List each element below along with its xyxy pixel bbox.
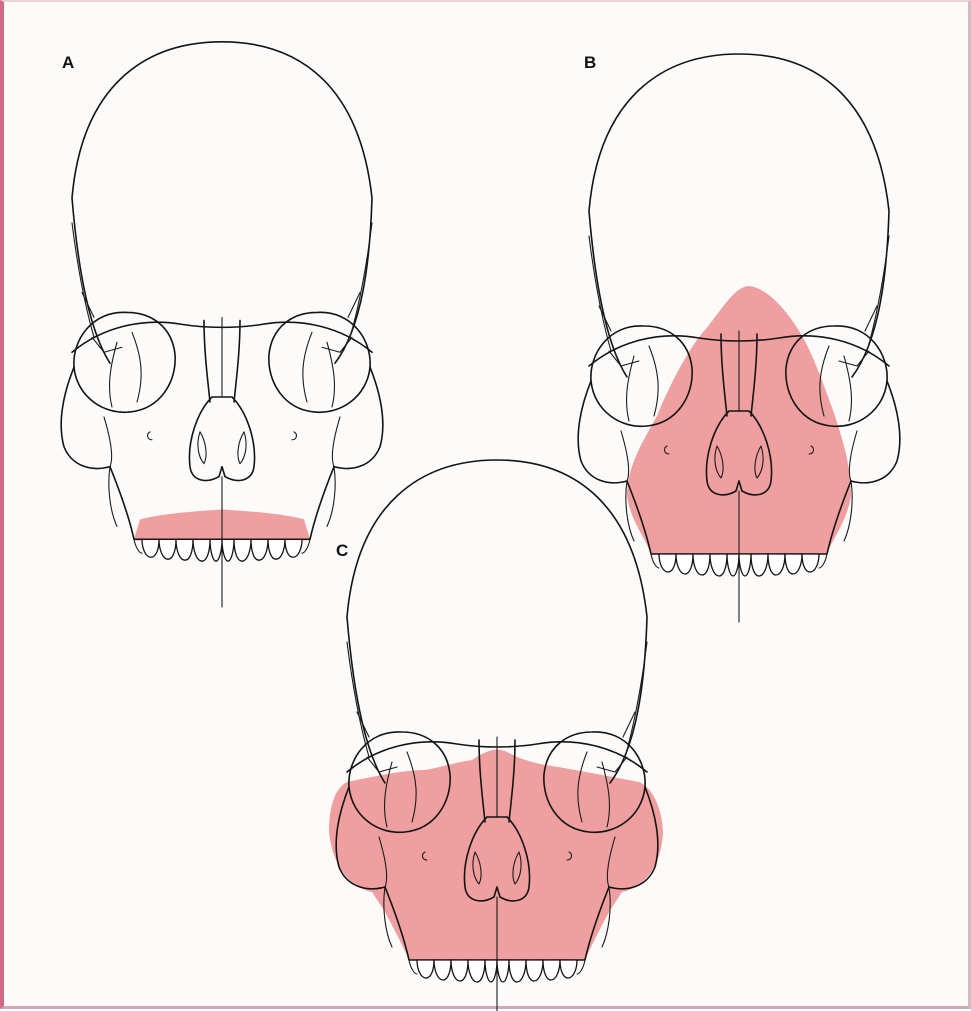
panel-c-label: C: [336, 541, 348, 560]
panel-a-label: A: [62, 53, 74, 72]
panel-b: B: [578, 53, 900, 622]
le-fort-iii-highlight: [329, 750, 663, 960]
panel-b-label: B: [584, 53, 596, 72]
panel-c: C: [329, 460, 663, 1011]
panel-a: A: [61, 42, 383, 607]
skull-figure: A B C: [4, 2, 971, 1011]
